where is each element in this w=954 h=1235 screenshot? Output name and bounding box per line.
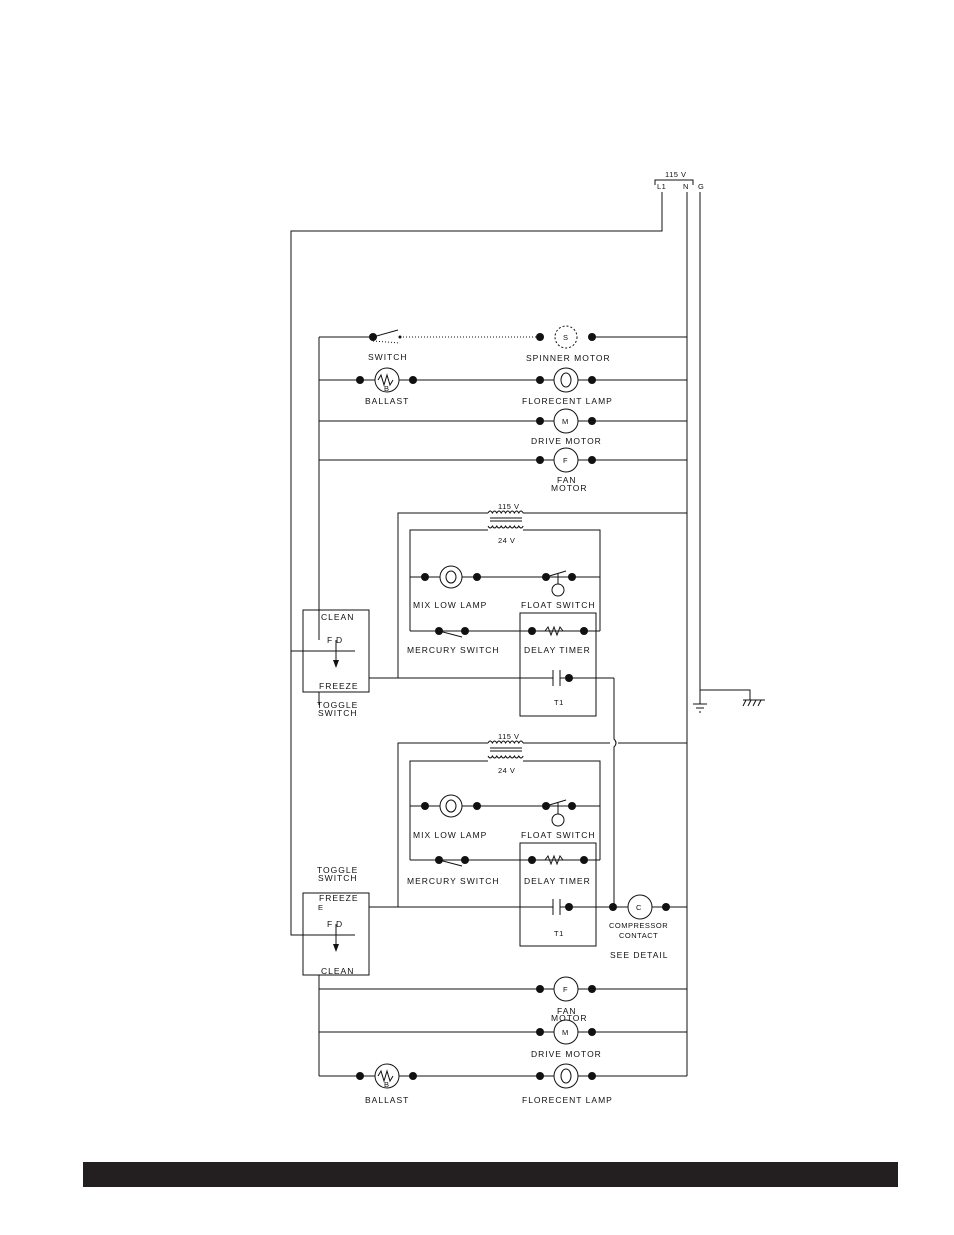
transformer-2-primary-label: 115 V [498, 732, 520, 741]
florecent-lamp-label-top: FLORECENT LAMP [522, 396, 613, 406]
ground-symbol [693, 689, 765, 713]
delay-timer-label-2: DELAY TIMER [524, 876, 591, 886]
t1-label-1: T1 [554, 698, 564, 707]
fan-motor-label-bottom-2: MOTOR [551, 1013, 587, 1023]
switch-label: SWITCH [368, 352, 408, 362]
float-switch-label-1: FLOAT SWITCH [521, 600, 596, 610]
l1-wire [290, 192, 663, 652]
ballast-symbol: B [384, 384, 390, 393]
power-supply-terminals: 115 V L1 N G [654, 170, 704, 191]
toggle-1-caption-1: TOGGLE [317, 700, 358, 710]
terminal-l1-label: L1 [657, 182, 666, 191]
delay-timer-label-1: DELAY TIMER [524, 645, 591, 655]
toggle-2-f-label: F [327, 919, 333, 929]
lamp-circuit-top: B BALLAST FLORECENT LAMP [319, 367, 687, 406]
drive-motor-label-bottom: DRIVE MOTOR [531, 1049, 602, 1059]
drive-motor-circuit-top: M DRIVE MOTOR [319, 408, 687, 446]
toggle-1-caption-2: SWITCH [318, 708, 358, 718]
toggle-2-caption-1: TOGGLE [317, 865, 358, 875]
ballast-symbol-bottom: B [384, 1080, 390, 1089]
toggle-2-e-label: E [318, 903, 324, 912]
drive-motor-circuit-bottom: M DRIVE MOTOR [319, 1019, 687, 1059]
float-switch-label-2: FLOAT SWITCH [521, 830, 596, 840]
toggle-2-d-label: D [336, 919, 343, 929]
mix-low-lamp-label-2: MIX LOW LAMP [413, 830, 487, 840]
compressor-label-2: CONTACT [619, 931, 658, 940]
compressor-symbol: C [636, 903, 642, 912]
spinner-motor-circuit: S SWITCH SPINNER MOTOR [319, 325, 687, 363]
transformer-1-secondary-label: 24 V [498, 536, 515, 545]
toggle-2-caption-2: SWITCH [318, 873, 358, 883]
transformer-1-primary-label: 115 V [498, 502, 520, 511]
toggle-1-freeze-label: FREEZE [319, 681, 359, 691]
control-circuit-1: 115 V 24 V MIX LOW LAMP FLOAT SWITCH MER… [302, 502, 687, 718]
ballast-label-bottom: BALLAST [365, 1095, 409, 1105]
fan-motor-symbol-bottom: F [563, 985, 568, 994]
supply-voltage-label: 115 V [665, 170, 687, 179]
lamp-circuit-bottom: B BALLAST FLORECENT LAMP [319, 1063, 687, 1105]
drive-motor-symbol-top: M [562, 417, 569, 426]
footer-bar [83, 1162, 898, 1187]
fan-motor-circuit-bottom: F FAN MOTOR [319, 976, 687, 1023]
t1-link-wire [613, 678, 617, 907]
toggle-2-clean-label: CLEAN [321, 966, 354, 976]
ballast-label-top: BALLAST [365, 396, 409, 406]
transformer-2-secondary-label: 24 V [498, 766, 515, 775]
toggle-1-f-label: F [327, 635, 333, 645]
fan-motor-label-top-1: FAN [557, 475, 577, 485]
terminal-g-label: G [698, 182, 704, 191]
spinner-motor-symbol: S [563, 333, 569, 342]
fan-motor-label-top-2: MOTOR [551, 483, 587, 493]
spinner-motor-label: SPINNER MOTOR [526, 353, 611, 363]
fan-motor-circuit-top: F FAN MOTOR [319, 447, 687, 493]
terminal-n-label: N [683, 182, 689, 191]
mix-low-lamp-label-1: MIX LOW LAMP [413, 600, 487, 610]
fan-motor-label-bottom-1: FAN [557, 1006, 577, 1016]
toggle-1-clean-label: CLEAN [321, 612, 354, 622]
see-detail-label: SEE DETAIL [610, 950, 669, 960]
mercury-switch-label-2: MERCURY SWITCH [407, 876, 500, 886]
l1-wire-lower [290, 651, 303, 936]
toggle-1-d-label: D [336, 635, 343, 645]
toggle-2-freeze-label: FREEZE [319, 893, 359, 903]
drive-motor-symbol-bottom: M [562, 1028, 569, 1037]
compressor-label-1: COMPRESSOR [609, 921, 668, 930]
t1-label-2: T1 [554, 929, 564, 938]
florecent-lamp-label-bottom: FLORECENT LAMP [522, 1095, 613, 1105]
drive-motor-label-top: DRIVE MOTOR [531, 436, 602, 446]
control-circuit-2: 115 V 24 V MIX LOW LAMP FLOAT SWITCH MER… [302, 732, 687, 1076]
mercury-switch-label-1: MERCURY SWITCH [407, 645, 500, 655]
fan-motor-symbol-top: F [563, 456, 568, 465]
